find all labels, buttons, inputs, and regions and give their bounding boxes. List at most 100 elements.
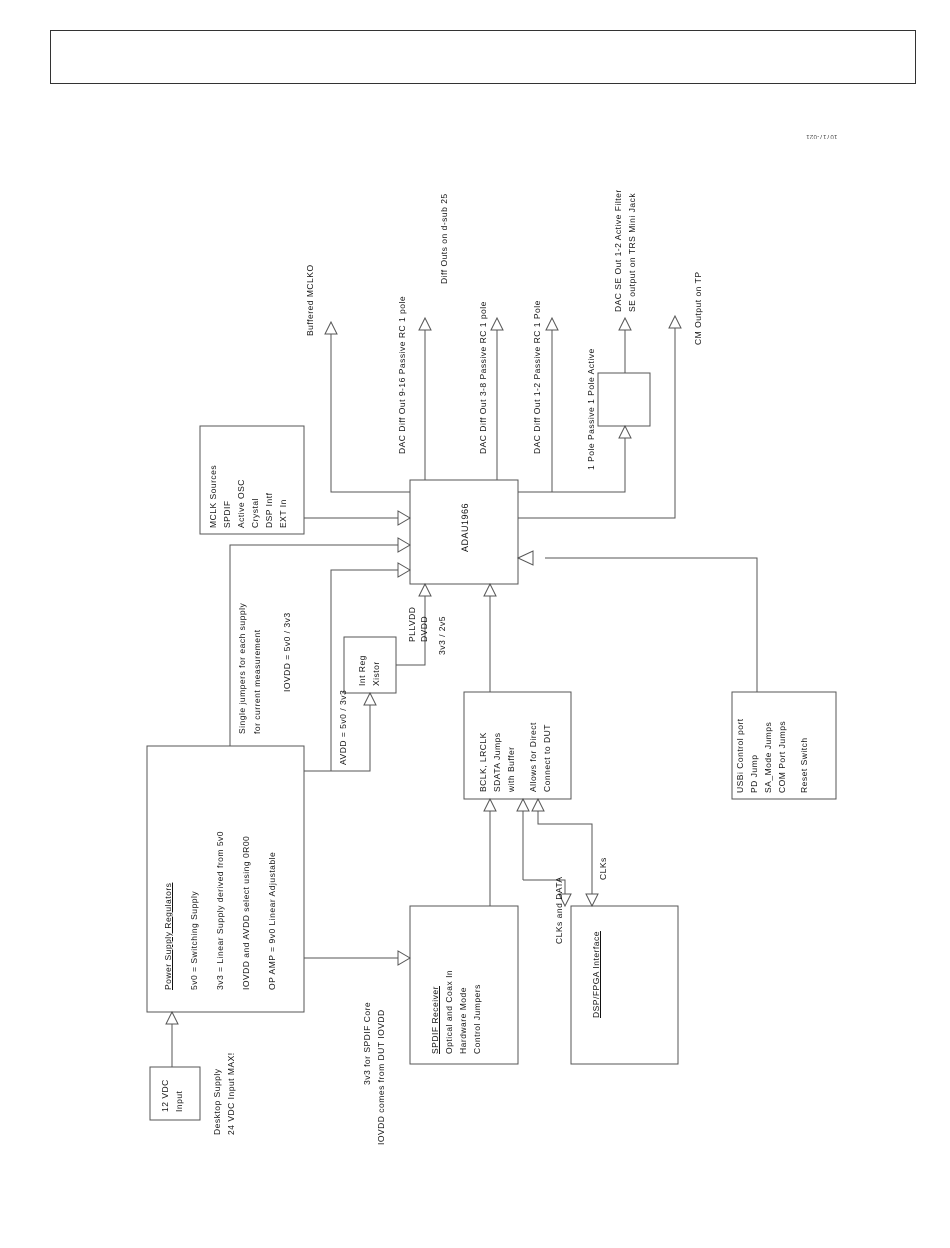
iovdd-arrow [397,537,411,553]
bclk-note-1: Allows for Direct [528,722,538,792]
cm-arrow [668,314,682,329]
bclk-line-2: SDATA Jumps [492,732,502,792]
clks-data-label: CLKs and DATA [554,876,564,944]
usbi-line-3: SA_Mode Jumps [763,721,773,793]
mclko-arrow [324,320,338,335]
int-reg-line-2: Xistor [371,661,381,686]
intreg-arrow [363,691,377,706]
ps-in-arrow [165,1010,179,1025]
vdd-select-label: 3v3 / 2v5 [437,616,447,655]
input-12v-line-1: 12 VDC [160,1079,170,1112]
one-pole-active-label: 1 Pole Passive 1 Pole Active [586,348,596,470]
avdd-arrow [397,562,411,578]
dsp-arrow-a [558,893,572,908]
spdif-box [409,905,519,1065]
dac-1-2-arrow [545,316,559,331]
dsp-arrow-b [585,893,599,908]
ps-line-3: IOVDD and AVDD select using 0R00 [241,835,251,990]
spdif-in-arrow [397,950,411,966]
usbi-line-4: COM Port Jumps [777,720,787,793]
iovdd-line [229,544,398,746]
bclk-line-3: with Buffer [506,746,516,792]
dvdd-label: DVDD [419,615,429,642]
usbi-text: USBi Control port PD Jump SA_Mode Jumps … [733,718,811,793]
to-intreg-line [304,705,371,772]
dvdd-arrow [418,582,432,597]
clks-data-arrow [516,797,530,812]
cm-line [518,328,676,519]
dsp-fpga-title: DSP/FPGA Interface [591,931,601,1018]
filter-in-arrow [618,424,632,439]
mclk-item-osc: Active OSC [236,479,246,528]
se-output-label: SE output on TRS Mini Jack [627,192,637,312]
desktop-supply-line-2: 24 VDC Input MAX! [226,1052,236,1135]
spdif-core-label-2: IOVDD comes from DUT IOVDD [376,1009,386,1145]
to-filter-line [518,426,626,493]
single-jumpers-label-2: for current measurement [252,629,262,734]
dac-9-16-arrow [418,316,432,331]
diff-outs-dsub-label: Diff Outs on d-sub 25 [439,193,449,284]
clks-data-line-b [523,879,566,894]
bclk-line-1: BCLK, LRCLK [478,732,488,792]
usbi-line-2: PD Jump [749,754,759,793]
bclk-text: BCLK, LRCLK SDATA Jumps with Buffer Allo… [476,722,554,792]
buffered-mclko-label: Buffered MCLKO [305,264,315,336]
desktop-supply-text: Desktop Supply 24 VDC Input MAX! [210,1052,238,1135]
pllvdd-label: PLLVDD [407,606,417,642]
active-filter-box [597,372,651,427]
clks-label: CLKs [598,857,608,880]
input-12v-box [149,1066,201,1121]
mclk-item-spdif: SPDIF [222,500,232,528]
clks-line [537,811,593,894]
single-jumpers-label-1: Single jumpers for each supply [237,602,247,734]
mclk-sources-text: MCLK Sources SPDIF Active OSC Crystal DS… [206,465,290,528]
dac-9-16-label: DAC Diff Out 9-16 Passive RC 1 pole [397,295,407,454]
usbi-to-chip-line [545,557,758,692]
usbi-box [731,691,837,800]
spdif-core-label-1: 3v3 for SPDIF Core [362,1001,372,1085]
avdd-label: AVDD = 5v0 / 3v3 [338,689,348,765]
mclk-sources-title: MCLK Sources [208,464,218,528]
dac-1-2-label: DAC Diff Out 1-2 Passive RC 1 Pole [532,300,542,454]
clks-up-arrow [531,797,545,812]
mclk-item-crystal: Crystal [250,498,260,528]
figure-id: 10717-021 [806,133,838,139]
spdif-line-2: Hardware Mode [458,987,468,1054]
mclko-line [330,334,410,493]
ps-line-1: 5v0 = Switching Supply [189,890,199,990]
power-supply-box [146,745,305,1013]
power-supply-text: Power Supply Regulators 5v0 = Switching … [161,831,279,990]
mclk-item-dsp: DSP Intf [264,492,274,529]
dac-3-8-arrow [490,316,504,331]
usbi-line-1: USBi Control port [735,718,745,793]
title-frame [50,30,916,84]
int-reg-line-1: Int Reg [357,655,367,686]
chip-label: ADAU1966 [460,502,470,552]
se-out-arrow [618,316,632,331]
usbi-arrow [516,550,534,566]
spdif-title: SPDIF Receiver [430,986,440,1054]
input-12v-text: 12 VDC Input [158,1079,186,1112]
mclk-item-ext: EXT In [278,499,288,528]
dac-se-label: DAC SE Out 1-2 Active Filter [613,189,623,312]
ps-line-2: 3v3 = Linear Supply derived from 5v0 [215,830,225,990]
avdd-line [304,569,398,772]
desktop-supply-line-1: Desktop Supply [212,1068,222,1135]
power-supply-title: Power Supply Regulators [163,882,173,990]
bclk-in-arrow [483,797,497,812]
dsp-fpga-box [570,905,679,1065]
dsp-fpga-text: DSP/FPGA Interface [589,931,603,1018]
ps-line-4: OP AMP = 9v0 Linear Adjustable [267,851,277,990]
mclk-in-arrow [397,510,411,526]
spdif-line-1: Optical and Coax In [444,969,454,1054]
intreg-out-line [396,596,426,666]
input-12v-line-2: Input [174,1090,184,1112]
spdif-text: SPDIF Receiver Optical and Coax In Hardw… [428,970,484,1054]
cm-output-label: CM Output on TP [693,271,703,345]
bclk-arrow [483,582,497,597]
usbi-line-5: Reset Switch [799,737,809,793]
dac-3-8-label: DAC Diff Out 3-8 Passive RC 1 pole [478,301,488,454]
spdif-line-3: Control Jumpers [472,984,482,1054]
adau1966-box [409,479,519,585]
